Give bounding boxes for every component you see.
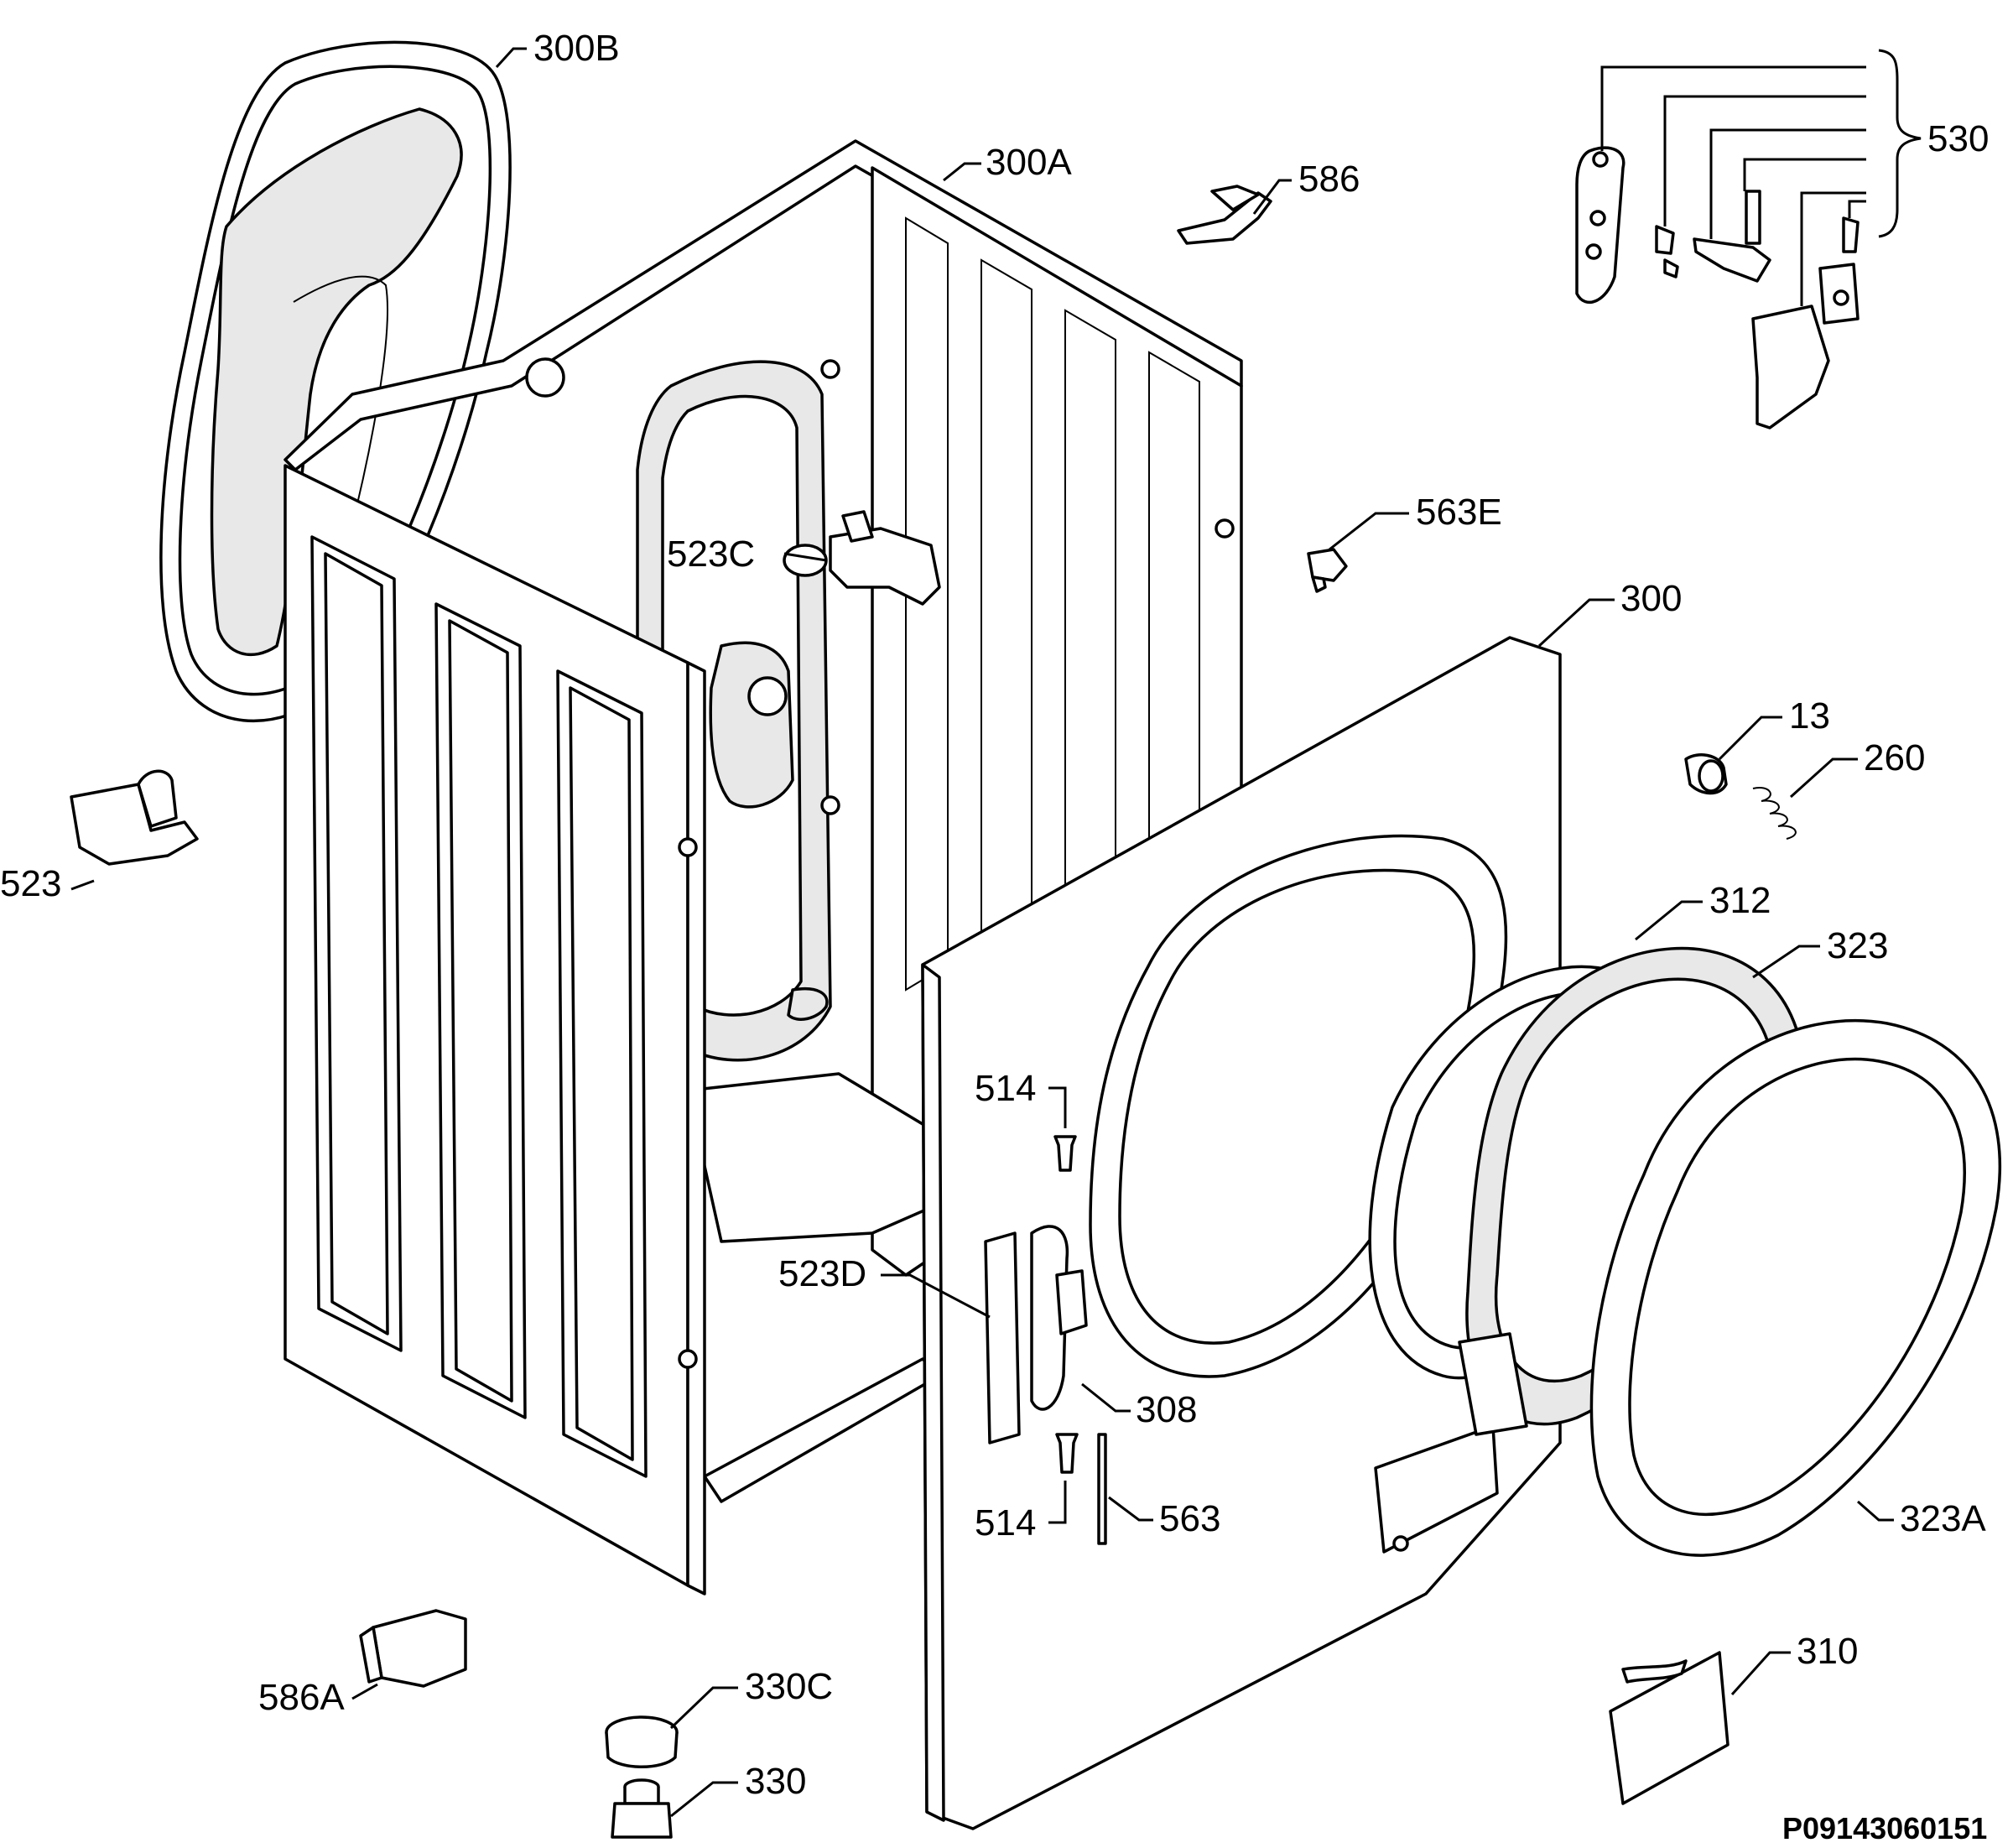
- label-563: 563: [1159, 1498, 1220, 1539]
- label-530: 530: [1927, 118, 1989, 159]
- label-323: 323: [1827, 925, 1888, 966]
- label-586: 586: [1298, 159, 1360, 200]
- leader-330C: [669, 1686, 738, 1730]
- label-308: 308: [1136, 1389, 1197, 1430]
- label-523D: 523D: [778, 1253, 866, 1294]
- leader-563E: [1329, 512, 1409, 551]
- leader-312: [1635, 900, 1703, 941]
- label-330C: 330C: [745, 1666, 833, 1707]
- part-13-bushing: [1684, 753, 1728, 795]
- part-260-spring: [1752, 787, 1797, 840]
- label-13: 13: [1789, 695, 1830, 737]
- leader-586A: [351, 1683, 378, 1700]
- leader-563: [1108, 1496, 1153, 1522]
- label-260: 260: [1864, 737, 1925, 778]
- label-330: 330: [745, 1761, 806, 1802]
- leader-514top: [1048, 1086, 1067, 1128]
- part-523C-bracket: [783, 510, 941, 606]
- part-300B-seal: [159, 40, 512, 722]
- label-312: 312: [1709, 880, 1771, 921]
- label-300: 300: [1620, 578, 1682, 619]
- label-523: 523: [0, 863, 61, 904]
- leader-310: [1730, 1651, 1791, 1696]
- part-523D-lock: [984, 1231, 1021, 1445]
- part-586-latch-plate: [1177, 185, 1272, 245]
- part-586A-bracket: [359, 1609, 467, 1688]
- part-530-hinge-assembly: [1575, 49, 1922, 429]
- leader-514bot: [1048, 1481, 1067, 1524]
- leader-308: [1081, 1382, 1131, 1413]
- part-330C-nut: [605, 1715, 679, 1768]
- label-323A: 323A: [1900, 1498, 1986, 1539]
- part-323-door-frame: [1458, 946, 1807, 1436]
- part-514-screw-bottom: [1055, 1433, 1079, 1474]
- part-514-screw-top: [1053, 1135, 1077, 1172]
- label-514-top: 514: [975, 1068, 1036, 1109]
- part-330-valve: [611, 1778, 673, 1839]
- leader-323: [1752, 945, 1820, 979]
- label-563E: 563E: [1416, 492, 1502, 533]
- leader-586: [1252, 179, 1292, 215]
- label-310: 310: [1797, 1631, 1858, 1672]
- label-514-bottom: 514: [975, 1502, 1036, 1543]
- drawing-code: P09143060151: [1782, 1811, 1987, 1845]
- part-308-lock-handle: [1030, 1225, 1088, 1411]
- part-563-rod: [1097, 1433, 1107, 1545]
- part-310-flap: [1609, 1651, 1730, 1805]
- label-300A: 300A: [986, 142, 1072, 183]
- part-523-bracket: [70, 769, 199, 866]
- leader-323A: [1857, 1500, 1894, 1522]
- leader-300: [1537, 598, 1615, 648]
- leader-13: [1718, 716, 1782, 761]
- leader-523: [70, 879, 95, 891]
- leader-523D: [881, 1273, 991, 1319]
- part-563E-clip: [1307, 548, 1348, 593]
- leader-300A: [943, 162, 981, 182]
- leader-260: [1789, 757, 1858, 799]
- label-523C: 523C: [667, 534, 755, 575]
- label-586A: 586A: [258, 1677, 345, 1718]
- leader-330: [670, 1781, 738, 1818]
- leader-300B: [495, 47, 527, 69]
- leader-523C: [783, 552, 827, 562]
- label-300B: 300B: [533, 28, 620, 69]
- part-323A-door-ring: [1589, 1018, 2002, 1557]
